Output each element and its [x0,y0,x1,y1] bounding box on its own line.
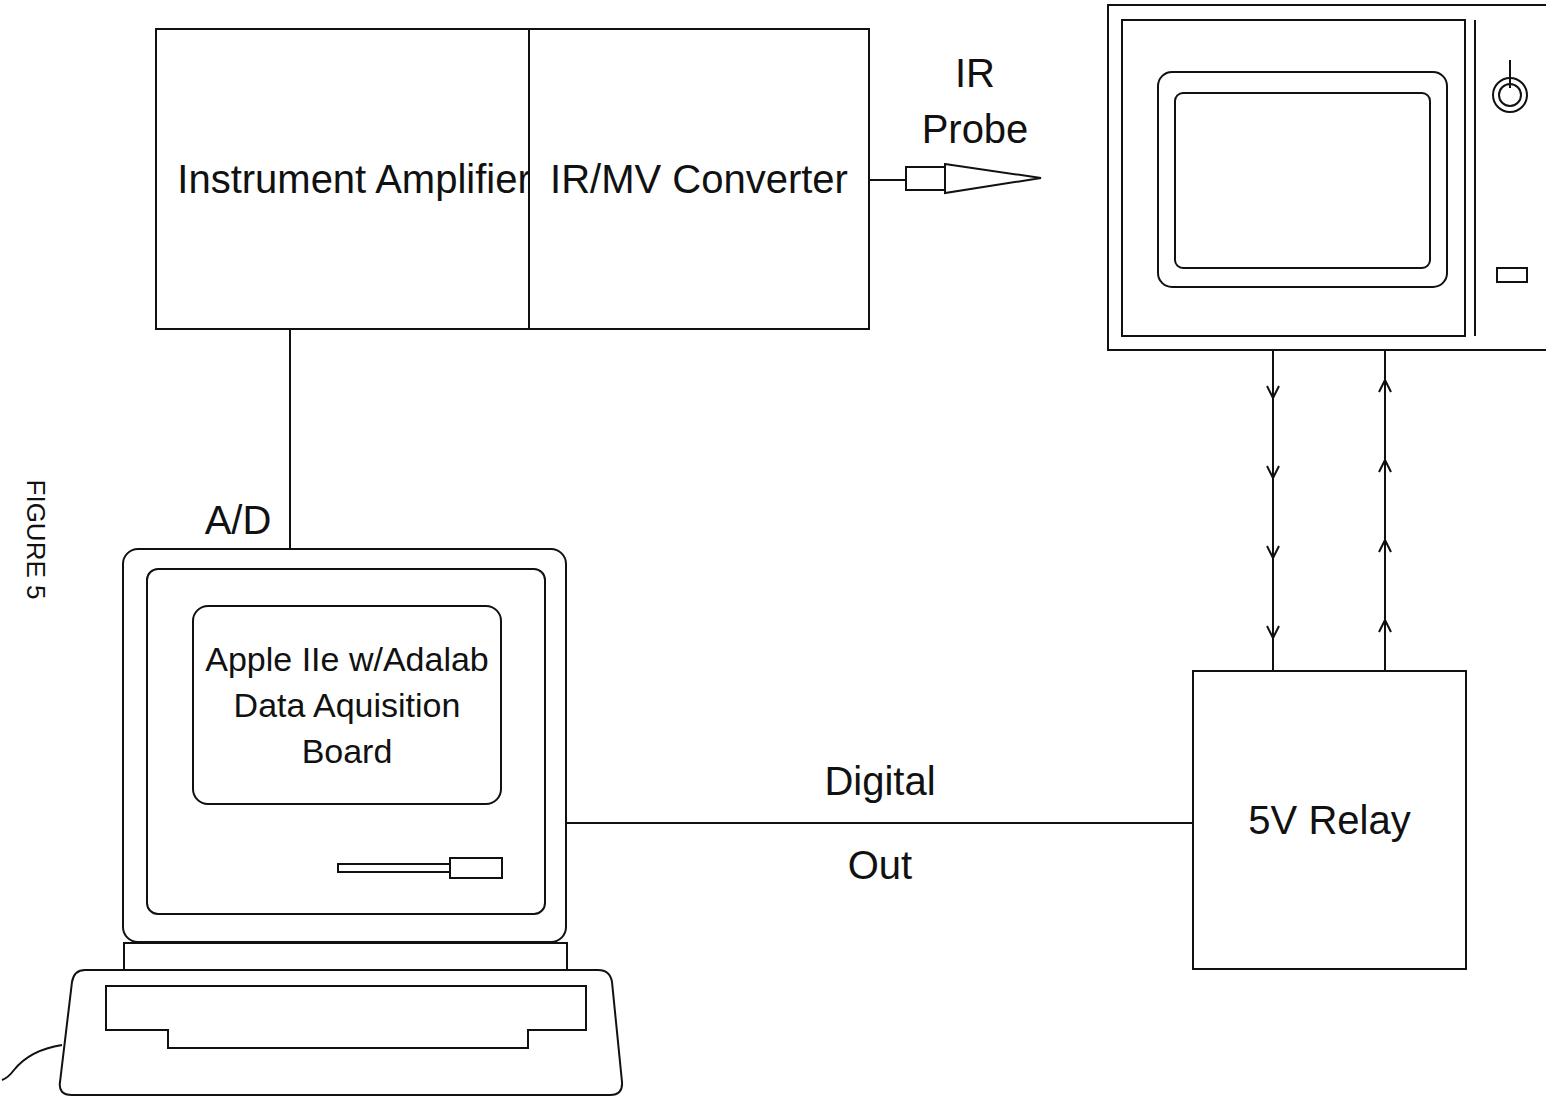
signal-label: Digital Out [795,739,965,907]
amplifier-box: Instrument Amplifier [155,28,553,330]
keyboard-cable [2,1045,62,1080]
computer-base [124,943,567,970]
oven-body [1108,5,1546,350]
keyboard [60,970,622,1095]
figure-label: FIGURE 5 [20,465,51,615]
drive-slot [336,855,506,881]
oven-window [1158,72,1447,287]
screen-label: Apple IIe w/Adalab Data Aquisition Board [204,636,490,774]
probe-symbol [905,163,1045,195]
oven-button [1497,268,1527,282]
converter-box: IR/MV Converter [528,28,870,330]
connector [289,330,291,548]
box-label: IR/MV Converter [540,151,858,207]
probe-label: IR Probe [915,45,1035,157]
oven-window-inner [1175,93,1430,268]
connector [870,179,905,181]
oven-door [1122,20,1465,336]
signal-label: A/D [188,496,288,544]
box-label: Instrument Amplifier [167,151,540,207]
oven-knob-pointer [1509,60,1511,88]
connector [567,822,1192,824]
computer-monitor: Apple IIe w/Adalab Data Aquisition Board [122,548,567,943]
ir-probe: IR Probe [905,45,1045,195]
keyboard-keys [106,986,586,1048]
oven-divider [1474,20,1476,336]
monitor-screen: Apple IIe w/Adalab Data Aquisition Board [192,605,502,805]
relay-box: 5V Relay [1192,670,1467,970]
box-label: 5V Relay [1238,792,1420,848]
down-arrowheads [1267,386,1279,638]
up-arrowheads [1379,380,1391,632]
